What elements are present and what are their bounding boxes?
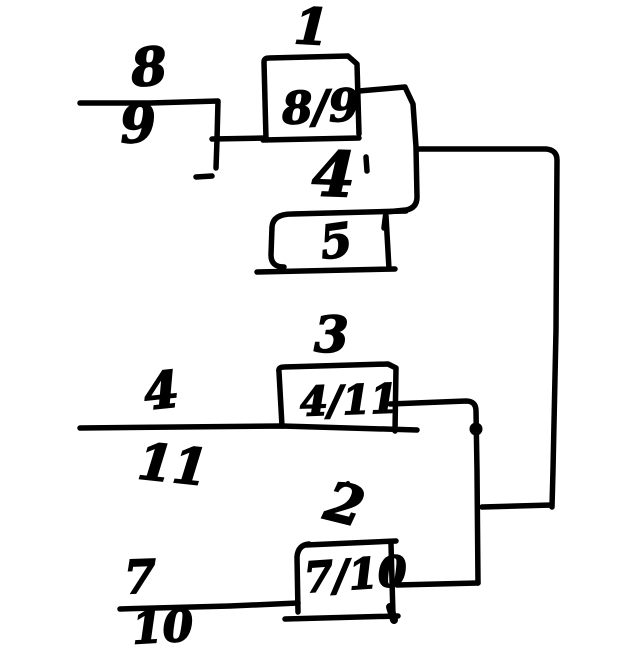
gate-4-content-label: 5 (316, 211, 357, 271)
input-8-label: 8 (128, 35, 171, 101)
input-10-label: 10 (130, 600, 195, 656)
gate-4-box (254, 208, 409, 275)
wire-bottom-input-line (117, 600, 301, 612)
wire-gate3-output (387, 398, 481, 586)
gate-4-number-label: 4 (310, 136, 357, 212)
input-11-label: 11 (134, 431, 211, 499)
gate-1-number-label: 1 (292, 0, 331, 58)
gate-1-side-box-tick (363, 154, 370, 174)
gate-2-content-label: 7/10 (302, 546, 410, 604)
wire-top-dash (193, 173, 215, 180)
wire-top-input-line (77, 98, 221, 171)
gate-2-box (282, 538, 401, 622)
junction-dot (469, 422, 483, 436)
ink-speck (346, 481, 350, 485)
wire-top-to-box1 (209, 135, 269, 142)
wire-gate1-output (414, 146, 560, 510)
gate-3-content-label: 4/11 (298, 375, 399, 427)
gate-2-box-flare (386, 603, 398, 624)
input-4-label: 4 (140, 359, 182, 423)
wire-gate2-output (394, 580, 481, 588)
gate-1-box (260, 53, 362, 143)
input-7-label: 7 (122, 549, 157, 606)
gate-3-box (276, 361, 399, 434)
wire-middle-input-line (77, 423, 420, 433)
input-9-label: 9 (118, 92, 159, 156)
gate-3-number-label: 3 (313, 305, 349, 364)
gate-1-content-label: 8/9 (280, 79, 361, 136)
